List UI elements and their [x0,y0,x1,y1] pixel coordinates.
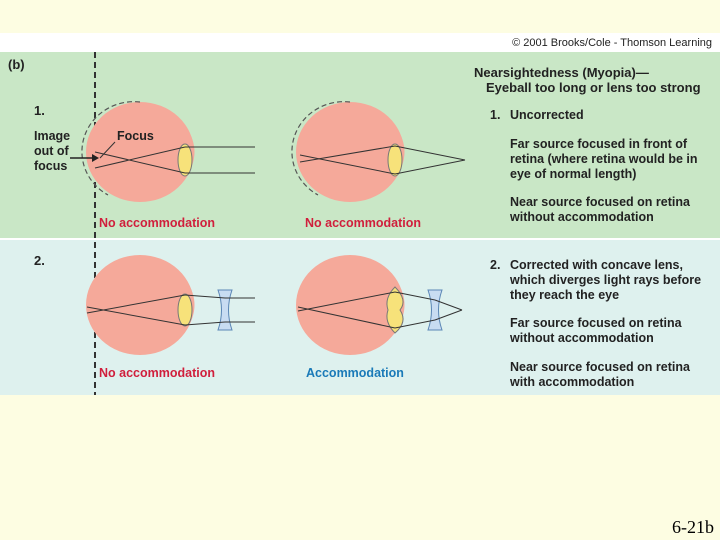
concave-lens-icon [427,289,443,331]
row2-left-caption: No accommodation [99,366,215,380]
row1-description-near: Near source focused on retina without ac… [510,195,690,224]
lens-shape [177,293,193,327]
myopia-diagram [70,52,466,395]
lens-shape [387,143,403,177]
row1-right-caption: No accommodation [305,216,421,230]
figure-title: Nearsightedness (Myopia)— [474,65,649,80]
eye-row1-right [291,101,466,202]
row2-right-caption: Accommodation [306,366,404,380]
panel-label: (b) [8,57,25,72]
lens-shape [177,143,193,177]
concave-lens-icon [217,289,233,331]
focus-label: Focus [117,129,154,143]
eyeball-shape [86,255,194,355]
row1-description-far: Far source focused in front of retina (w… [510,137,698,181]
row1-heading-number: 1. [490,108,501,122]
retina-dashed-arc [81,101,141,196]
retina-dashed-arc [291,101,351,196]
eyeball-shape [86,102,194,202]
eye-row1-left [70,101,255,202]
row2-description-near: Near source focused on retina with accom… [510,360,690,389]
row2-description-far: Far source focused on retina without acc… [510,316,682,345]
eyeball-shape [296,102,404,202]
row2-number: 2. [34,253,45,268]
row1-heading: Uncorrected [510,108,584,122]
copyright-notice: © 2001 Brooks/Cole - Thomson Learning [512,37,712,49]
row1-number: 1. [34,103,45,118]
eye-row2-left [86,255,255,355]
row1-left-caption: No accommodation [99,216,215,230]
row2-heading-number: 2. [490,258,501,272]
eyeball-shape [296,255,404,355]
slide-number: 6-21b [672,517,714,537]
accommodated-lens-shape [386,286,404,334]
row2-heading: Corrected with concave lens, which diver… [510,258,702,302]
image-out-of-focus-label: Image out of focus [34,129,71,173]
figure-subtitle: Eyeball too long or lens too strong [486,80,701,95]
image-arrow-icon [92,154,99,162]
eye-row2-right [296,255,463,355]
